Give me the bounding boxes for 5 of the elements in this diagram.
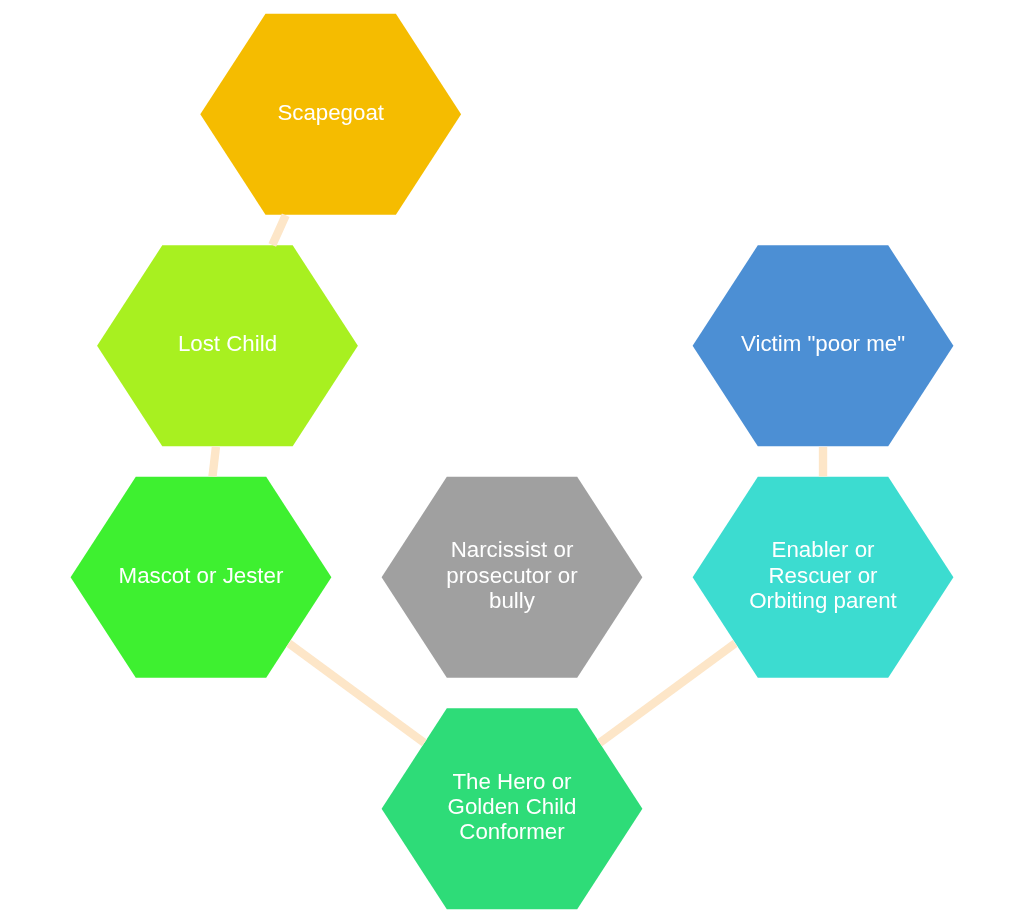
connector bbox=[597, 639, 738, 747]
connector bbox=[286, 639, 427, 747]
connector bbox=[208, 446, 221, 478]
connector bbox=[268, 213, 290, 247]
connector bbox=[818, 446, 828, 477]
